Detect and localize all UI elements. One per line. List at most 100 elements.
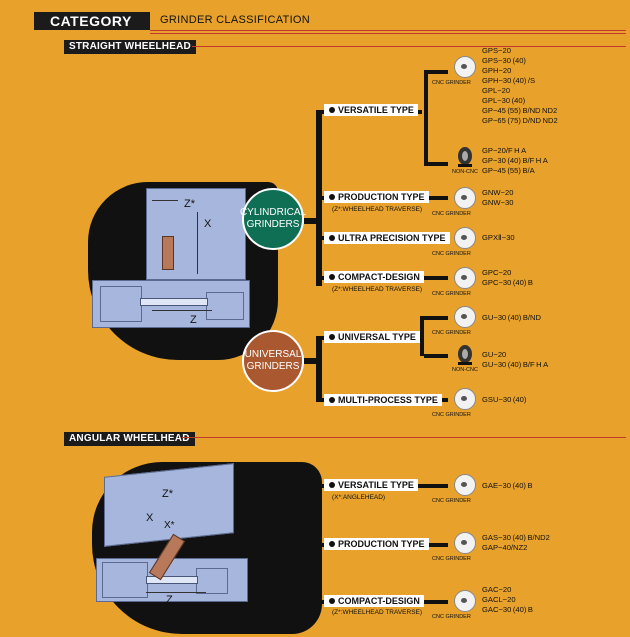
axis-z: Z — [166, 594, 173, 606]
z-axis-arrow — [146, 592, 206, 593]
compact-models: GPC−20 GPC−30 (40) B — [482, 268, 533, 288]
angular-compact-models: GAC−20 GACL−20 GAC−30 (40) B — [482, 585, 533, 615]
header-rule-2 — [150, 33, 626, 34]
model: GP−20/F H A — [482, 146, 527, 155]
non-cnc-caption: NON-CNC — [452, 169, 478, 175]
workpiece — [146, 576, 198, 584]
cnc-grinder-icon — [454, 474, 476, 496]
badge-line: GRINDERS — [246, 361, 300, 372]
x-axis-arrow — [197, 212, 198, 274]
tree-branch-vertical — [424, 70, 428, 166]
tree-connector — [304, 218, 318, 224]
universal-noncnc-models: GU−20 GU−30 (40) B/F H A — [482, 350, 548, 370]
headstock — [100, 286, 142, 322]
axis-z: Z — [190, 314, 197, 326]
cnc-grinder-caption: CNC GRINDER — [432, 291, 471, 297]
tree-trunk-cylindrical — [316, 110, 322, 286]
model: GU−20 — [482, 350, 507, 359]
cnc-grinder-icon — [454, 388, 476, 410]
model: GP−45 (55) B/ND ND2 — [482, 106, 558, 115]
angular-production-type-label: PRODUCTION TYPE — [324, 538, 429, 550]
universal-type-label: UNIVERSAL TYPE — [324, 331, 420, 343]
section-title-straight: STRAIGHT WHEELHEAD — [64, 40, 196, 54]
tree-branch-vertical — [420, 316, 424, 356]
grinding-wheel — [162, 236, 174, 270]
model: GPC−20 — [482, 268, 512, 277]
versatile-type-label: VERSATILE TYPE — [324, 104, 418, 116]
workpiece — [140, 298, 208, 306]
multi-process-models: GSU−30 (40) — [482, 395, 526, 405]
wheelhead-block — [146, 188, 246, 280]
tailstock — [206, 292, 244, 320]
multi-process-type-label: MULTI-PROCESS TYPE — [324, 394, 442, 406]
axis-x: X — [146, 512, 154, 524]
angular-compact-design-label: COMPACT-DESIGN — [324, 595, 424, 607]
page-subtitle: GRINDER CLASSIFICATION — [160, 14, 311, 26]
production-models: GNW−20 GNW−30 — [482, 188, 513, 208]
header-rule — [150, 30, 626, 31]
cnc-grinder-caption: CNC GRINDER — [432, 556, 471, 562]
model: GU−30 (40) B/F H A — [482, 360, 549, 369]
cnc-grinder-caption: CNC GRINDER — [432, 412, 471, 418]
tree-branch — [428, 162, 448, 166]
cnc-grinder-icon — [454, 532, 476, 554]
cnc-grinder-icon — [454, 187, 476, 209]
cnc-grinder-caption: CNC GRINDER — [432, 498, 471, 504]
angular-production-models: GAS−30 (40) B/ND2 GAP−40/NZ2 — [482, 533, 550, 553]
model: GPXⅡ−30 — [482, 233, 515, 242]
cnc-grinder-caption: CNC GRINDER — [432, 614, 471, 620]
angular-versatile-type-label: VERSATILE TYPE — [324, 479, 418, 491]
tree-connector — [304, 358, 318, 364]
category-label: CATEGORY — [34, 12, 150, 30]
model: GAC−30 (40) B — [482, 605, 533, 614]
model: GNW−30 — [482, 198, 514, 207]
model: GAP−40/NZ2 — [482, 543, 528, 552]
cnc-grinder-caption: CNC GRINDER — [432, 330, 471, 336]
model: GAC−20 — [482, 585, 512, 594]
z-star-arrow — [152, 200, 178, 201]
model: GPH−20 — [482, 66, 512, 75]
tree-branch — [424, 316, 448, 320]
model: GACL−20 — [482, 595, 516, 604]
angular-compact-note: (Z*:WHEELHEAD TRAVERSE) — [332, 609, 423, 616]
headstock — [102, 562, 148, 598]
angular-versatile-note: (X*:ANGLEHEAD) — [332, 494, 386, 501]
versatile-cnc-models: GPS−20 GPS−30 (40) GPH−20 GPH−30 (40) /S… — [482, 46, 558, 126]
axis-z-star: Z* — [162, 488, 173, 500]
section-rule-angular — [182, 437, 626, 438]
cnc-grinder-icon — [454, 227, 476, 249]
ultra-models: GPXⅡ−30 — [482, 233, 515, 243]
cnc-grinder-caption: CNC GRINDER — [432, 80, 471, 86]
ultra-precision-type-label: ULTRA PRECISION TYPE — [324, 232, 450, 244]
angular-wheelhead-block — [104, 463, 234, 547]
cnc-grinder-icon — [454, 56, 476, 78]
axis-x: X — [204, 218, 212, 230]
tree-trunk-angular — [316, 484, 322, 606]
universal-cnc-models: GU−30 (40) B/ND — [482, 313, 541, 323]
model: GP−30 (40) B/F H A — [482, 156, 548, 165]
cnc-grinder-icon — [454, 267, 476, 289]
compact-design-note: (Z*:WHEELHEAD TRAVERSE) — [332, 286, 423, 293]
model: GAS−30 (40) B/ND2 — [482, 533, 550, 542]
versatile-noncnc-models: GP−20/F H A GP−30 (40) B/F H A GP−45 (55… — [482, 146, 548, 176]
non-cnc-grinder-icon — [458, 147, 472, 167]
badge-line: CYLINDRICAL — [239, 207, 307, 218]
production-type-label: PRODUCTION TYPE — [324, 191, 429, 203]
cnc-grinder-icon — [454, 306, 476, 328]
production-type-note: (Z*:WHEELHEAD TRAVERSE) — [332, 206, 423, 213]
model: GNW−20 — [482, 188, 514, 197]
tailstock — [196, 568, 228, 594]
cnc-grinder-icon — [454, 590, 476, 612]
model: GP−65 (75) D/ND ND2 — [482, 116, 558, 125]
badge-line: UNIVERSAL — [244, 349, 302, 360]
cnc-grinder-caption: CNC GRINDER — [432, 211, 471, 217]
tree-branch — [424, 354, 448, 358]
cnc-grinder-caption: CNC GRINDER — [432, 251, 471, 257]
axis-x-star: X* — [164, 520, 175, 531]
model: GPH−30 (40) /S — [482, 76, 536, 85]
model: GPL−20 — [482, 86, 511, 95]
model: GPS−20 — [482, 46, 511, 55]
model: GPS−30 (40) — [482, 56, 526, 65]
